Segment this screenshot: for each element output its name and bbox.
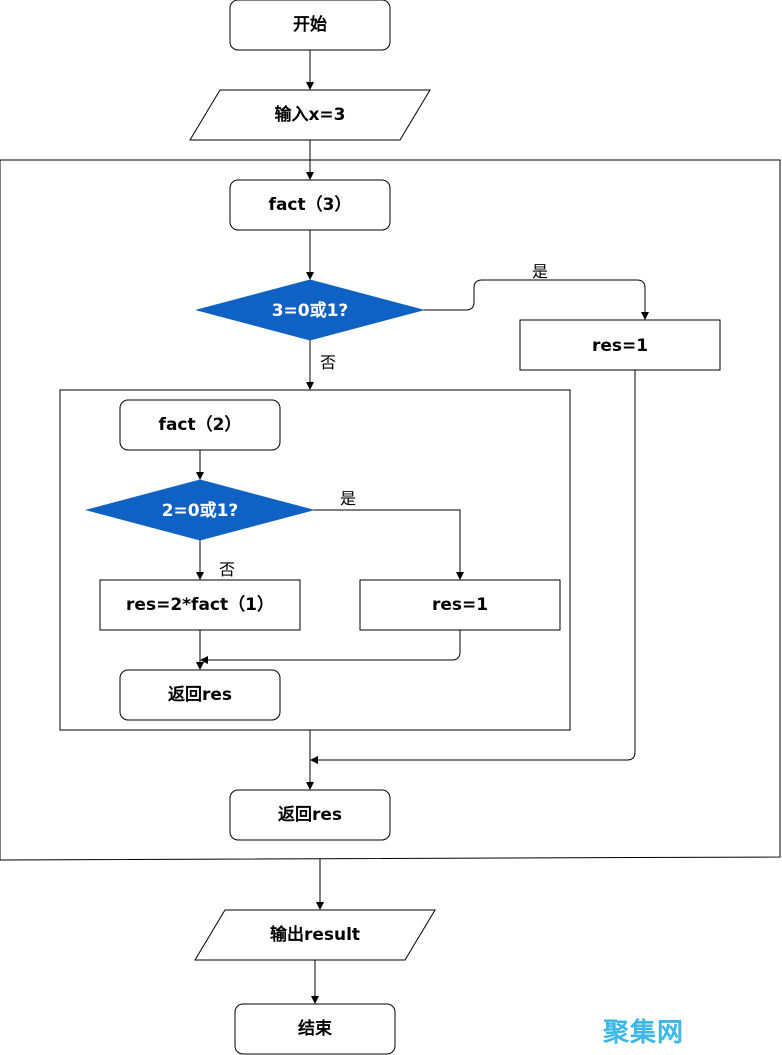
res1-inner-node: res=1 [359, 579, 561, 631]
return-outer-node: 返回res [229, 789, 391, 841]
decision2-node: 2=0或1? [85, 479, 315, 541]
res1-inner-label: res=1 [432, 595, 488, 615]
res1-outer-node: res=1 [519, 319, 721, 371]
edge-label-no-3: 否 [320, 353, 336, 372]
start-node: 开始 [229, 0, 391, 51]
decision2-shape [85, 479, 315, 541]
edge-label-yes-2: 是 [340, 489, 356, 508]
decision3-label: 3=0或1? [272, 300, 349, 321]
edge-decision3-yes [423, 279, 649, 320]
output-node: 输出result [194, 909, 436, 961]
input-label: 输入x=3 [274, 104, 345, 125]
outer-recursion-frame [0, 159, 781, 861]
edge-decision2-yes [313, 509, 464, 580]
inner-recursion-frame [59, 389, 571, 731]
fact2-label: fact（2） [159, 414, 242, 435]
return-inner-label: 返回res [168, 685, 232, 705]
output-label: 输出result [270, 924, 360, 945]
return-inner-node: 返回res [119, 669, 281, 721]
start-label: 开始 [293, 14, 327, 35]
decision3-node: 3=0或1? [195, 279, 425, 341]
fact3-node: fact（3） [229, 179, 391, 231]
fact3-label: fact（3） [269, 194, 352, 215]
edge-label-no-2: 否 [219, 560, 235, 579]
fact2-node: fact（2） [119, 399, 281, 451]
end-node: 结束 [234, 1003, 396, 1055]
res-mul-label: res=2*fact（1） [126, 594, 274, 615]
decision2-label: 2=0或1? [162, 500, 239, 521]
res-mul-node: res=2*fact（1） [99, 579, 301, 631]
end-label: 结束 [298, 1018, 332, 1039]
return-outer-label: 返回res [278, 805, 342, 825]
edge-res1inner-merge [200, 630, 461, 664]
edge-label-yes-3: 是 [532, 262, 548, 281]
watermark-logo: 聚集网 [602, 1017, 684, 1048]
input-node: 输入x=3 [189, 89, 431, 141]
res1-outer-label: res=1 [592, 336, 648, 356]
edge-res1outer-merge [310, 370, 636, 764]
decision3-shape [195, 279, 425, 341]
